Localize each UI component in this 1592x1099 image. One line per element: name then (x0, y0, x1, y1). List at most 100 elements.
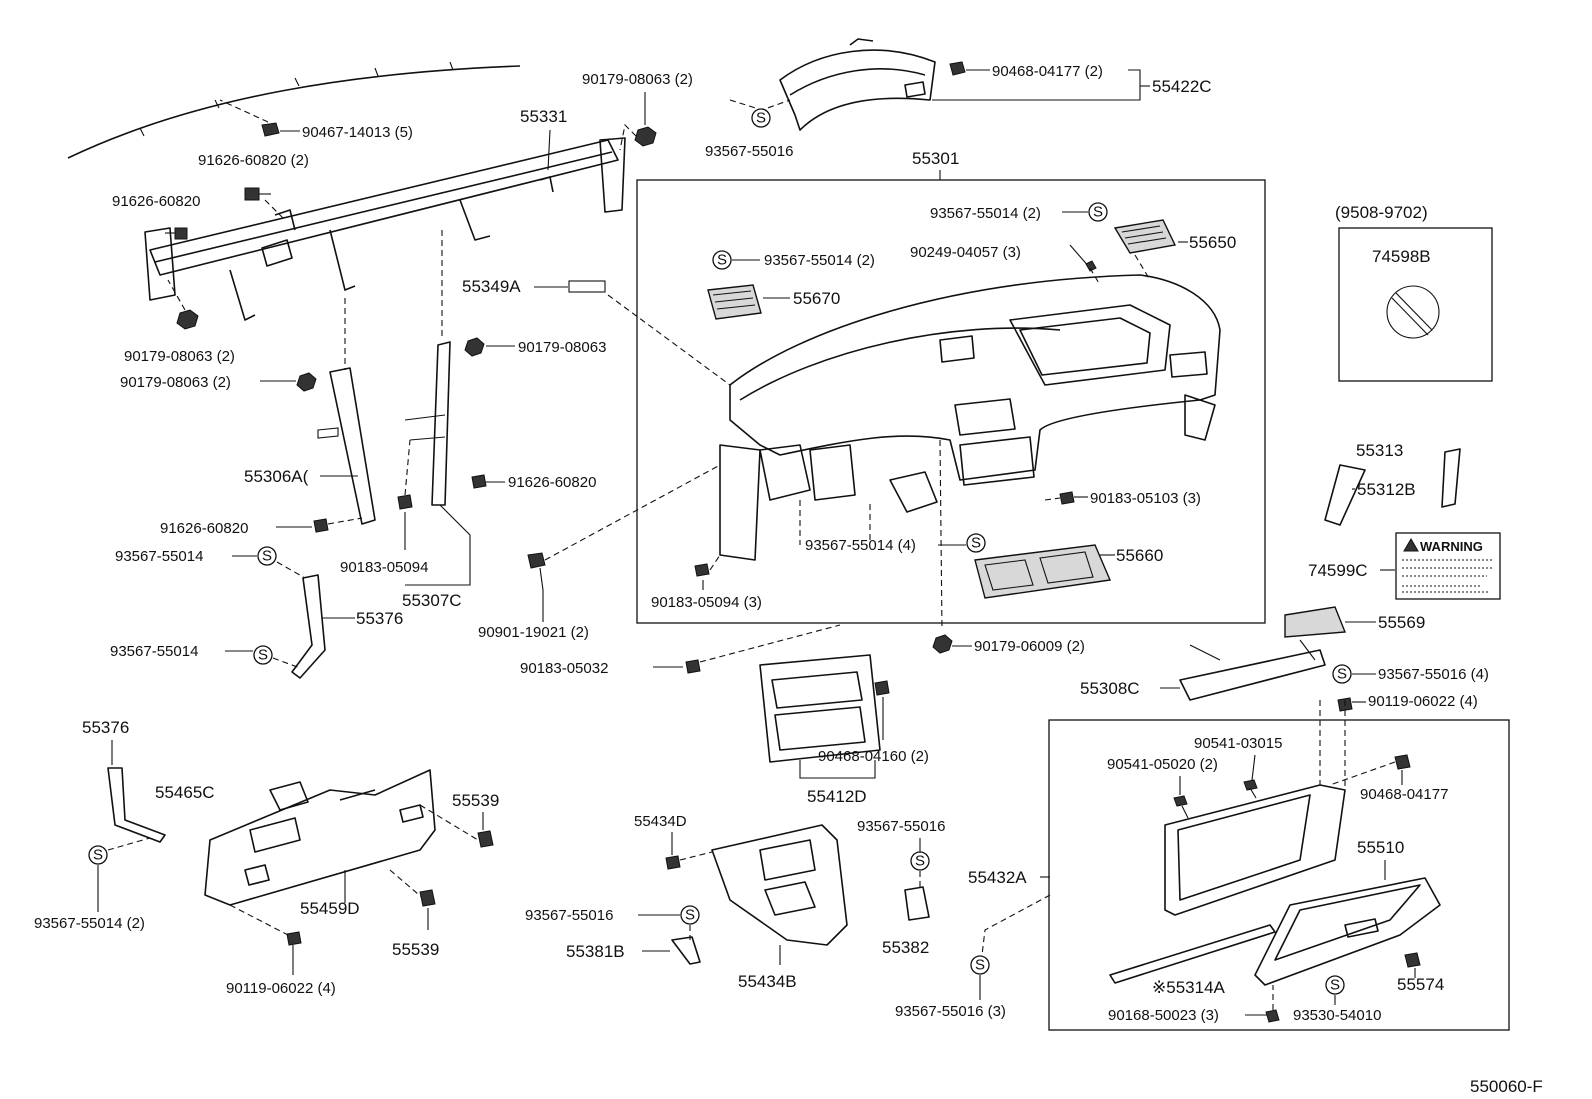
bolt-icon (527, 552, 546, 591)
part-label-90179-08063-2-a: 90179-08063 (2) (124, 348, 235, 365)
part-label-55432a: 55432A (968, 868, 1027, 887)
bolt-icon (665, 855, 681, 870)
date-range-label: (9508-9702) (1335, 203, 1428, 222)
part-label-55539-a: 55539 (452, 791, 499, 810)
svg-text:S: S (685, 907, 695, 924)
part-label-93567-55014-a: 93567-55014 (115, 548, 203, 565)
screw-s-symbol: S (88, 845, 108, 865)
screw-icon (1069, 244, 1097, 272)
part-label-55660: 55660 (1116, 546, 1163, 565)
bracket-55313 (1441, 448, 1461, 508)
part-label-90179-06009-2: 90179-06009 (2) (974, 638, 1085, 655)
bolt-icon (244, 187, 271, 201)
bracket-55376-lower (107, 767, 166, 843)
screw-s-symbol: S (712, 250, 732, 270)
svg-text:S: S (971, 535, 981, 552)
part-label-90179-08063-2-top: 90179-08063 (2) (582, 71, 693, 88)
part-label-55376-b: 55376 (82, 718, 129, 737)
instrument-panel-reinforcement (144, 137, 626, 321)
meter-hood (779, 38, 936, 131)
part-label-55459d: 55459D (300, 899, 360, 918)
clip-icon (477, 830, 494, 848)
part-label-90168-50023-3: 90168-50023 (3) (1108, 1007, 1219, 1024)
screw-s-symbol: S (257, 546, 277, 566)
part-label-55434d: 55434D (634, 813, 687, 830)
instrument-panel-group-box (636, 179, 1266, 624)
no-sign-icon (1386, 285, 1440, 339)
rail-55308c (1179, 639, 1326, 701)
screw-s-symbol: S (253, 645, 273, 665)
part-label-90467-14013: 90467-14013 (5) (302, 124, 413, 141)
nut-icon (464, 337, 485, 357)
part-label-93530-54010: 93530-54010 (1293, 1007, 1381, 1024)
part-label-90468-04177-2: 90468-04177 (2) (992, 63, 1103, 80)
windshield-edge (67, 61, 521, 159)
part-label-90183-05032: 90183-05032 (520, 660, 608, 677)
nut-icon (634, 126, 657, 147)
part-label-55510: 55510 (1357, 838, 1404, 857)
clip-icon (419, 889, 436, 907)
bracket-55312b (1324, 464, 1366, 526)
part-label-93567-55014-2-bl: 93567-55014 (2) (34, 915, 145, 932)
center-vent (974, 544, 1112, 599)
part-label-93567-55014-2-top: 93567-55014 (2) (930, 205, 1041, 222)
part-label-55412d: 55412D (807, 787, 867, 806)
part-label-93567-55014-4: 93567-55014 (4) (805, 537, 916, 554)
svg-text:S: S (717, 252, 727, 269)
part-label-55569: 55569 (1378, 613, 1425, 632)
part-label-90179-08063-c: 90179-08063 (518, 339, 606, 356)
instrument-panel (719, 274, 1221, 561)
part-label-55306a: 55306A( (244, 467, 309, 486)
side-vent-right (1113, 219, 1177, 254)
part-label-90183-05094-a: 90183-05094 (340, 559, 428, 576)
part-label-90541-03015: 90541-03015 (1194, 735, 1282, 752)
screw-s-symbol: S (680, 905, 700, 925)
part-label-91626-60820-2: 91626-60820 (2) (198, 152, 309, 169)
part-label-55381b: 55381B (566, 942, 625, 961)
part-label-55382: 55382 (882, 938, 929, 957)
brace-55307c (404, 341, 451, 506)
nut-icon (296, 372, 317, 392)
warning-label (1395, 532, 1501, 600)
part-label-55312b: 55312B (1357, 480, 1416, 499)
bolt-icon (286, 931, 302, 946)
center-cluster-55434b (711, 824, 848, 946)
part-label-90468-04177: 90468-04177 (1360, 786, 1448, 803)
part-label-55434b: 55434B (738, 972, 797, 991)
part-label-74598b: 74598B (1372, 247, 1431, 266)
part-label-93567-55016-4: 93567-55016 (4) (1378, 666, 1489, 683)
lower-panel-55459d (204, 769, 436, 906)
nut-icon (932, 634, 953, 654)
glove-box-door (1254, 877, 1441, 986)
part-label-55670: 55670 (793, 289, 840, 308)
svg-text:S: S (93, 847, 103, 864)
part-label-55650: 55650 (1189, 233, 1236, 252)
part-label-93567-55016-3: 93567-55016 (3) (895, 1003, 1006, 1020)
clip-icon (685, 659, 701, 674)
part-label-90183-05094-3: 90183-05094 (3) (651, 594, 762, 611)
radio-bezel-55412d (759, 654, 881, 763)
screw-s-symbol: S (1088, 202, 1108, 222)
part-label-90468-04160-2: 90468-04160 (2) (818, 748, 929, 765)
clip-icon (261, 122, 280, 137)
warning-triangle-icon (1403, 538, 1419, 552)
screw-s-symbol: S (1325, 975, 1345, 995)
part-label-93567-55014-b: 93567-55014 (110, 643, 198, 660)
svg-text:S: S (915, 853, 925, 870)
side-vent-left (707, 284, 762, 320)
clip-icon (949, 61, 966, 76)
part-label-90179-08063-2-b: 90179-08063 (2) (120, 374, 231, 391)
screw-s-symbol: S (966, 533, 986, 553)
bolt-icon (1265, 1009, 1280, 1023)
part-label-90183-05103-3: 90183-05103 (3) (1090, 490, 1201, 507)
clip-icon (874, 680, 890, 696)
part-label-55307c: 55307C (402, 591, 462, 610)
screw-icon (1243, 779, 1258, 799)
svg-text:S: S (1330, 977, 1340, 994)
bolt-icon (471, 474, 487, 489)
part-label-55349a: 55349A (462, 277, 521, 296)
part-label-90541-05020-2: 90541-05020 (2) (1107, 756, 1218, 773)
svg-text:S: S (756, 110, 766, 127)
part-label-93567-55016-c: 93567-55016 (857, 818, 945, 835)
